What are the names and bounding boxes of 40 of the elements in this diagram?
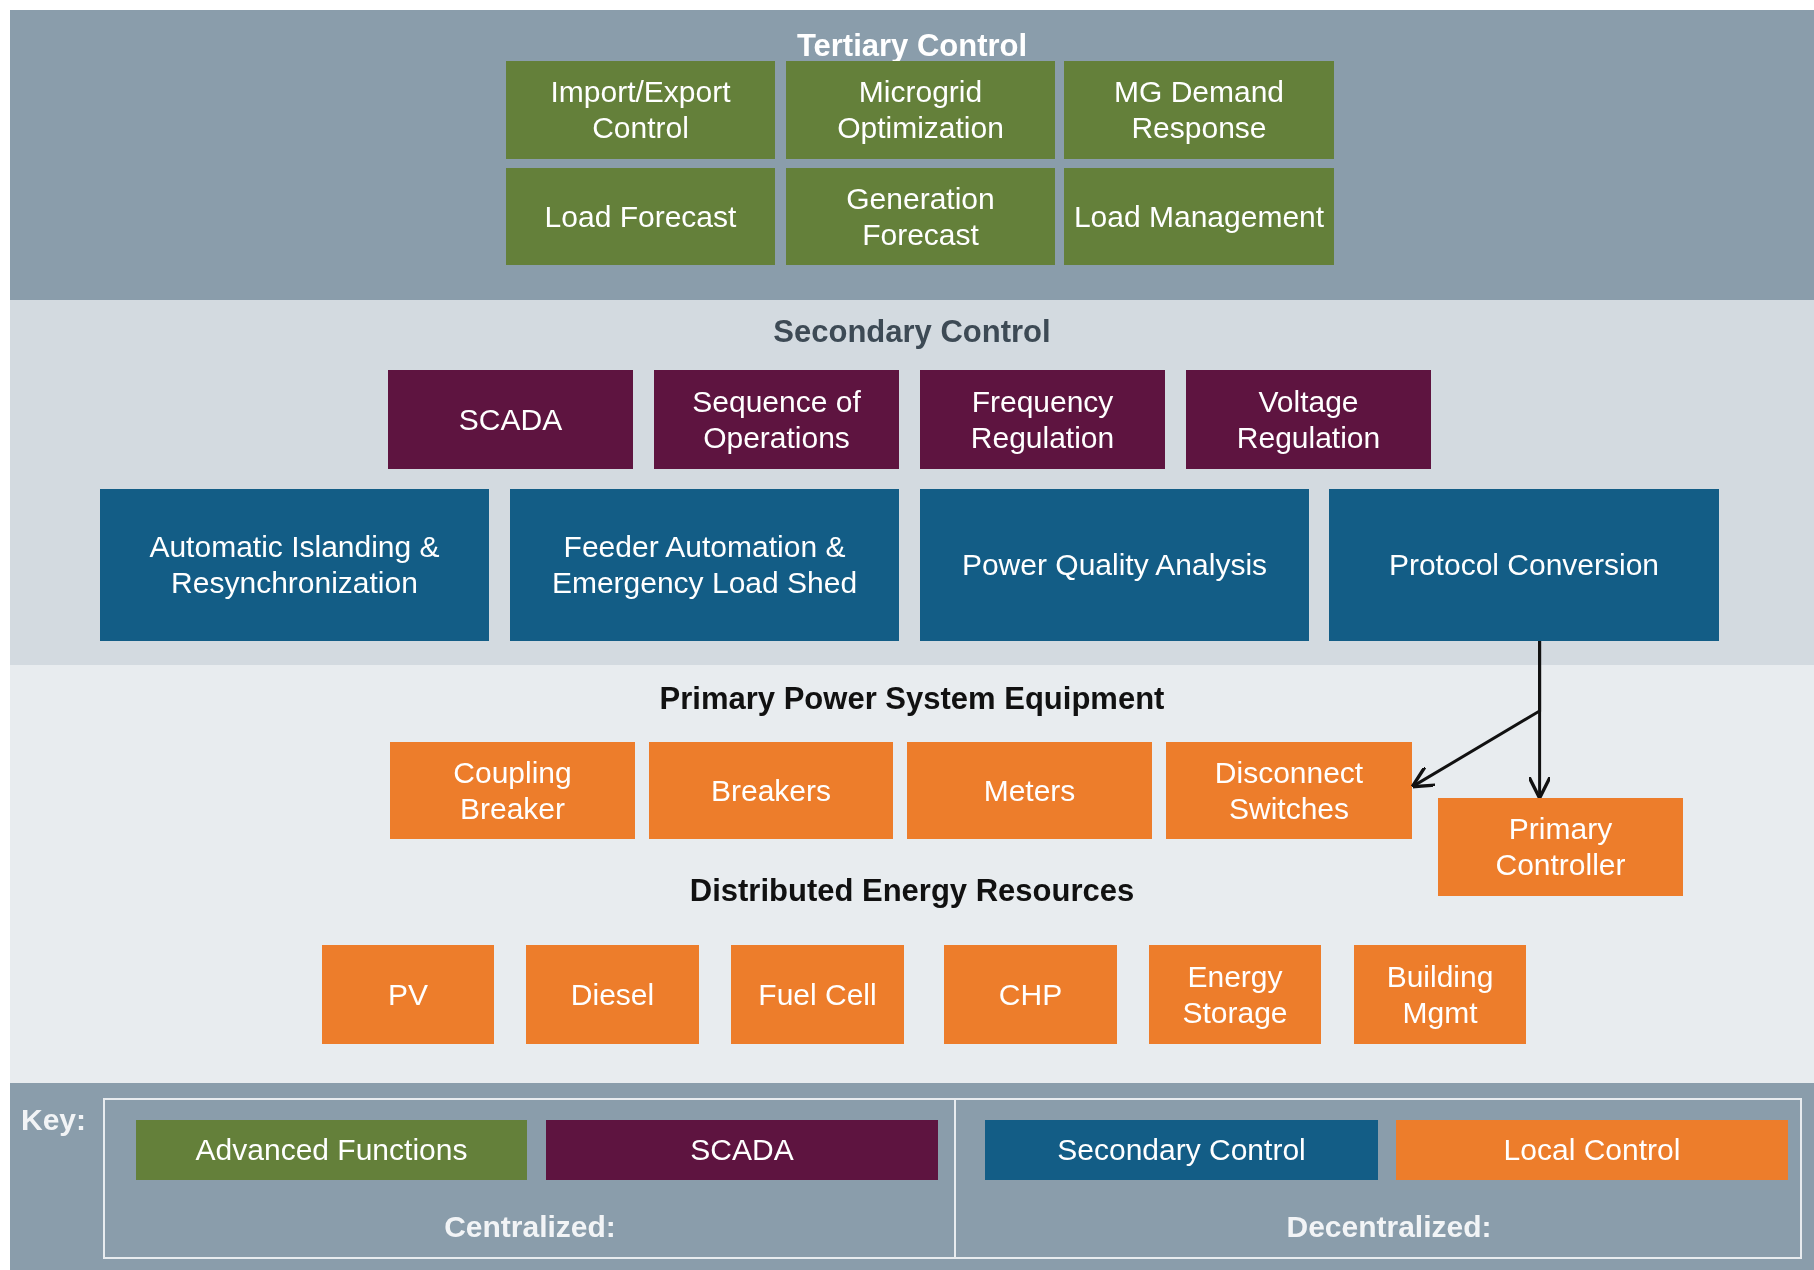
function-box: Coupling Breaker xyxy=(390,742,635,839)
function-box: Energy Storage xyxy=(1149,945,1321,1044)
function-box: Import/Export Control xyxy=(506,61,775,159)
arrow xyxy=(1410,641,1542,789)
layer-heading: Distributed Energy Resources xyxy=(689,873,1135,909)
layer-heading: Secondary Control xyxy=(773,314,1051,350)
legend-swatch: Advanced Functions xyxy=(136,1120,527,1180)
layer-heading: Tertiary Control xyxy=(796,28,1028,64)
key-label: Key: xyxy=(21,1103,87,1137)
layer-band xyxy=(10,10,1814,300)
function-box: Microgrid Optimization xyxy=(786,61,1055,159)
function-box: Disconnect Switches xyxy=(1166,742,1412,839)
key-label: Centralized: xyxy=(444,1210,616,1244)
legend-swatch: Local Control xyxy=(1396,1120,1788,1180)
function-box: Automatic Islanding & Resynchronization xyxy=(100,489,489,641)
legend-swatch: SCADA xyxy=(546,1120,938,1180)
function-box: Sequence of Operations xyxy=(654,370,899,469)
function-box: Voltage Regulation xyxy=(1186,370,1431,469)
function-box: Diesel xyxy=(526,945,699,1044)
layer-heading: Primary Power System Equipment xyxy=(659,681,1165,717)
function-box: Power Quality Analysis xyxy=(920,489,1309,641)
function-box: Fuel Cell xyxy=(731,945,904,1044)
function-box: Primary Controller xyxy=(1438,798,1683,896)
function-box: MG Demand Response xyxy=(1064,61,1334,159)
key-label: Decentralized: xyxy=(1286,1210,1492,1244)
layer-band xyxy=(10,665,1814,1083)
function-box: Breakers xyxy=(649,742,893,839)
function-box: Building Mgmt xyxy=(1354,945,1526,1044)
function-box: Generation Forecast xyxy=(786,168,1055,265)
function-box: SCADA xyxy=(388,370,633,469)
function-box: Protocol Conversion xyxy=(1329,489,1719,641)
layer-band xyxy=(10,300,1814,665)
function-box: PV xyxy=(322,945,494,1044)
legend-swatch: Secondary Control xyxy=(985,1120,1378,1180)
function-box: Frequency Regulation xyxy=(920,370,1165,469)
function-box: CHP xyxy=(944,945,1117,1044)
function-box: Load Forecast xyxy=(506,168,775,265)
function-box: Feeder Automation & Emergency Load Shed xyxy=(510,489,899,641)
function-box: Meters xyxy=(907,742,1152,839)
function-box: Load Management xyxy=(1064,168,1334,265)
